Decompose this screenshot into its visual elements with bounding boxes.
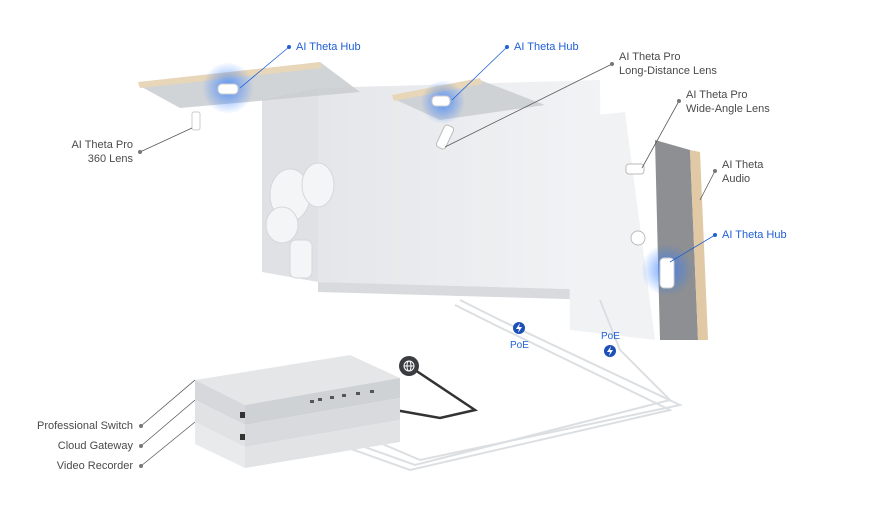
internet-cable xyxy=(394,364,479,420)
label-cloud-gateway: Cloud Gateway xyxy=(57,440,133,452)
label-hub-ceiling-center: AI Theta Hub xyxy=(514,41,579,53)
camera-wide-angle xyxy=(625,163,645,175)
hub-device-1 xyxy=(217,83,239,95)
center-wall xyxy=(318,80,602,290)
floor-strip xyxy=(318,282,602,300)
hub-device-2 xyxy=(431,95,451,107)
right-wall-panel xyxy=(568,112,655,340)
lightning-icon xyxy=(513,322,525,334)
globe-icon xyxy=(399,356,419,376)
camera-long-distance xyxy=(435,124,455,150)
label-hub-wall: AI Theta Hub xyxy=(722,229,787,241)
hub-device-3 xyxy=(659,257,675,289)
plant-decoration xyxy=(265,162,335,279)
label-professional-switch: Professional Switch xyxy=(37,420,133,432)
label-hub-ceiling-left: AI Theta Hub xyxy=(296,41,361,53)
audio-device xyxy=(630,230,646,246)
camera-360 xyxy=(191,111,201,131)
label-poe-1: PoE xyxy=(510,340,529,351)
lightning-icon xyxy=(604,345,616,357)
label-poe-2: PoE xyxy=(601,331,620,342)
label-video-recorder: Video Recorder xyxy=(56,460,133,472)
network-rack xyxy=(195,355,400,468)
